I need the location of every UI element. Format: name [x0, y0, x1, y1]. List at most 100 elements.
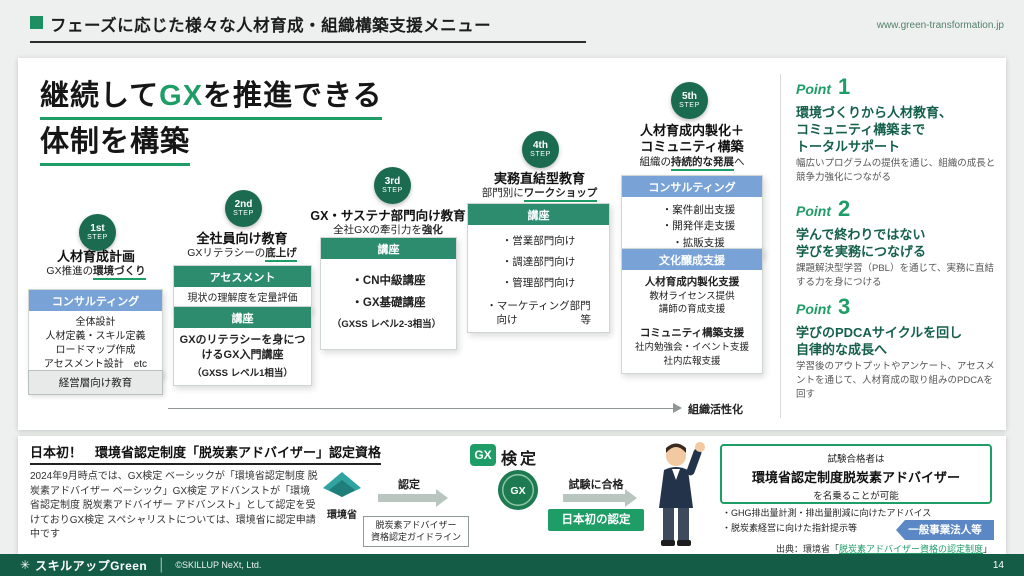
- step4-badge-num: 4th: [533, 139, 548, 151]
- step5-sub-post: へ: [734, 156, 745, 168]
- footer-divider: |: [159, 556, 164, 573]
- step2-course-header: 講座: [174, 307, 311, 328]
- result-pre: 試験合格者は: [827, 454, 885, 465]
- step3-title: GX・サステナ部門向け教育: [310, 209, 466, 223]
- guideline-box: 脱炭素アドバイザー 資格認定ガイドライン: [363, 516, 469, 547]
- point3-heading: Point 3: [796, 294, 850, 320]
- guideline-line2: 資格認定ガイドライン: [370, 532, 461, 543]
- step5-culture-group2-title: コミュニティ構築支援: [639, 327, 745, 340]
- gx-emblem-text: GX: [510, 485, 525, 497]
- step2-badge-label: STEP: [233, 210, 254, 218]
- step5-sub-highlight: 持続的な発展: [671, 156, 734, 171]
- step2-course-body: GXのリテラシーを身につけるGX入門講座 （GXSS レベル1相当）: [174, 328, 311, 385]
- step4-course-box: 講座 ・営業部門向け ・調達部門向け ・管理部門向け ・マーケティング部門 向け…: [467, 203, 610, 333]
- copyright: ©SKILLUP NeXt, Ltd.: [175, 560, 262, 570]
- headline-line1: 継続してGXを推進できる: [40, 72, 383, 120]
- step1-badge-num: 1st: [90, 222, 105, 234]
- step2-subtitle: GXリテラシーの底上げ: [172, 245, 312, 262]
- step5-culture-item: 社内勉強会・イベント支援: [634, 341, 749, 353]
- step2-course-box: 講座 GXのリテラシーを身につけるGX入門講座 （GXSS レベル1相当）: [173, 306, 312, 387]
- title-underline: [30, 41, 586, 43]
- step5-culture-box: 文化醸成支援 人材育成内製化支援 教材ライセンス提供 講師の育成支援 コミュニテ…: [621, 248, 763, 375]
- headline-gx: GX: [159, 80, 204, 112]
- step5-sub-pre: 組織の: [639, 156, 672, 168]
- point2-title: 学んで終わりではない: [796, 227, 926, 242]
- point3-word: Point: [796, 301, 831, 317]
- brand-name: スキルアップGreen: [35, 558, 148, 573]
- point3-title: 自律的な成長へ: [796, 342, 888, 357]
- point2-number: 2: [838, 196, 851, 221]
- step5-item: ・開発伴走支援: [661, 220, 736, 233]
- ministry-label: 環境省: [327, 510, 357, 521]
- point1-title: コミュニティ構築まで: [796, 122, 926, 137]
- step3-badge: 3rd STEP: [374, 167, 411, 204]
- step4-item: ・調達部門向け: [501, 256, 576, 268]
- step3-sub-pre: 全社GXの牽引力を: [333, 224, 422, 236]
- step1-subtitle: GX推進の環境づくり: [26, 263, 166, 280]
- point2-title: 学びを実務につなげる: [796, 244, 927, 259]
- step3-course-header: 講座: [321, 238, 456, 259]
- step2-course-note: （GXSS レベル1相当）: [192, 367, 293, 379]
- step5-badge-label: STEP: [679, 102, 700, 110]
- step4-item: ・営業部門向け: [501, 235, 576, 247]
- point2-desc: 課題解決型学習（PBL）を通じて、実務に直結する力を身につける: [796, 263, 994, 288]
- step1-item: アセスメント設計 etc: [43, 359, 148, 370]
- footer: ✳ スキルアップGreen | ©SKILLUP NeXt, Ltd. 14: [0, 554, 1024, 576]
- gx-kentei-logo-icon: GX: [470, 444, 496, 466]
- point1-desc: 幅広いプログラムの提供を通じ、組織の成長と競争力強化につながる: [796, 158, 996, 183]
- step1-executive-box: 経営層向け教育: [28, 370, 163, 395]
- step2-course-text: GXのリテラシーを身につけるGX入門講座: [179, 334, 306, 362]
- point3-number: 3: [838, 294, 851, 319]
- step4-badge-label: STEP: [530, 151, 551, 159]
- point1-number: 1: [838, 74, 851, 99]
- headline-line2: 体制を構築: [40, 118, 191, 166]
- step3-badge-label: STEP: [382, 187, 403, 195]
- step1-badge: 1st STEP: [79, 214, 116, 251]
- target-audience-badge: 一般事業法人等: [896, 520, 994, 540]
- step5-title-line1: 人材育成内製化＋: [639, 123, 744, 138]
- step1-badge-label: STEP: [87, 234, 108, 242]
- step4-course-body: ・営業部門向け ・調達部門向け ・管理部門向け ・マーケティング部門 向け 等: [468, 225, 609, 332]
- step4-title: 実務直結型教育: [493, 171, 585, 186]
- step5-culture-item: 社内広報支援: [663, 355, 721, 367]
- step3-sub-highlight: 強化: [421, 224, 443, 239]
- page-title: フェーズに応じた様々な人材育成・組織構築支援メニュー: [50, 17, 492, 35]
- source-link[interactable]: 脱炭素アドバイザー資格の認定制度: [838, 544, 983, 554]
- step1-consulting-body: 全体設計 人材定義・スキル定義 ロードマップ作成 アセスメント設計 etc: [29, 311, 162, 377]
- main-diagram-card: 継続してGXを推進できる 体制を構築 1st STEP 人材育成計画 GX推進の…: [18, 58, 1006, 430]
- step4-sub-pre: 部門別に: [481, 187, 524, 199]
- headline-pre: 継続して: [40, 80, 160, 112]
- step4-course-header: 講座: [468, 204, 609, 225]
- headline-line1-text: 継続してGXを推進できる: [40, 72, 383, 120]
- step2-assessment-body: 現状の理解度を定量評価: [187, 293, 298, 304]
- first-in-japan-badge: 日本初の認定: [548, 509, 644, 531]
- step2-title: 全社員向け教育: [196, 231, 288, 246]
- step3-course-box: 講座 ・CN中級講座 ・GX基礎講座 （GXSS レベル2-3相当）: [320, 237, 457, 350]
- page-number: 14: [992, 559, 1004, 571]
- step5-item: ・拡販支援: [672, 236, 725, 249]
- point3-desc: 学習後のアウトプットやアンケート、アセスメントを通じて、人材育成の取り組みのPD…: [796, 361, 995, 400]
- step2-sub-highlight: 底上げ: [265, 247, 297, 262]
- step2-sub-pre: GXリテラシーの: [187, 247, 266, 259]
- activation-axis-label: 組織活性化: [688, 404, 743, 416]
- step5-consulting-box: コンサルティング ・案件創出支援 ・開発伴走支援 ・拡販支援: [621, 175, 763, 257]
- step5-consulting-header: コンサルティング: [622, 176, 762, 197]
- source-post: 」: [982, 544, 992, 554]
- source-note: 出典：環境省「脱炭素アドバイザー資格の認定制度」: [776, 542, 992, 555]
- step2-assessment-header: アセスメント: [174, 266, 311, 287]
- step5-subtitle: 組織の持続的な発展へ: [621, 154, 763, 171]
- step2-assessment-box: アセスメント 現状の理解度を定量評価: [173, 265, 312, 312]
- header-url: www.green-transformation.jp: [876, 20, 1004, 31]
- headline-post: を推進できる: [203, 80, 383, 112]
- step5-culture-group1-title: 人材育成内製化支援: [644, 276, 740, 288]
- step5-culture-item: 教材ライセンス提供: [649, 290, 735, 302]
- gx-kentei-logo-text: 検定: [501, 451, 540, 468]
- activation-axis-line: [168, 408, 673, 409]
- step5-consulting-body: ・案件創出支援 ・開発伴走支援 ・拡販支援: [622, 197, 762, 256]
- cert-paragraph: 2024年9月時点では、GX検定 ベーシックが「環境省認定制度 脱炭素アドバイザ…: [30, 471, 318, 540]
- point1-title: 環境づくりから人材教育、: [796, 105, 953, 120]
- step1-title: 人材育成計画: [56, 249, 135, 264]
